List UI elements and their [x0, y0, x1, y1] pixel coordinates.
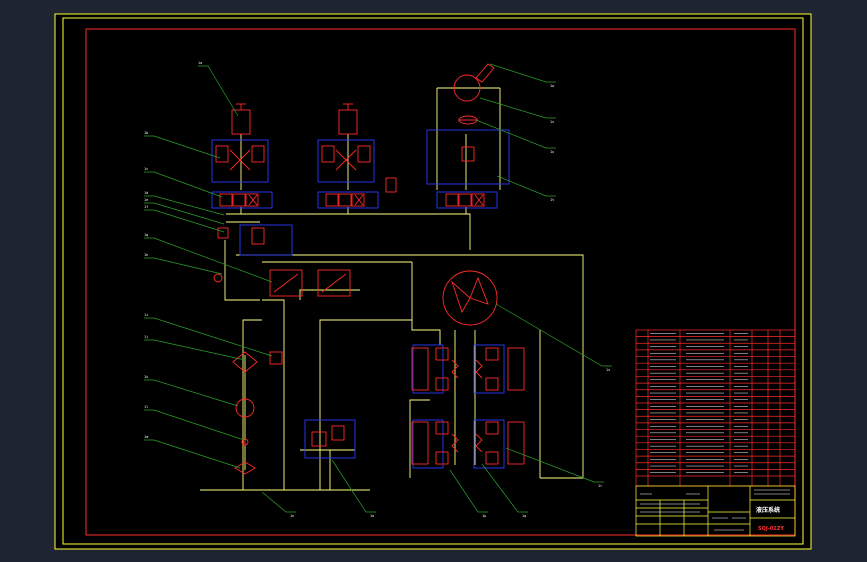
pipe-main-vertical [242, 319, 262, 490]
tag-13: 1m [144, 435, 148, 439]
tag-20: 1t [550, 198, 554, 202]
tag-11: 1k [144, 375, 149, 379]
tag-05: 1e [144, 198, 148, 202]
pipe-valve-link [224, 240, 260, 301]
tag-16: 1p [482, 514, 486, 518]
drawing-title: 液压系统 [756, 506, 780, 514]
valve-symbols [213, 145, 525, 475]
valve-groups [211, 129, 510, 469]
pipe-bottom-loop [319, 319, 412, 490]
drawing-border [62, 17, 804, 545]
tag-15: 1o [370, 514, 374, 518]
hydraulic-schematic [200, 87, 584, 491]
pipe-return [262, 299, 285, 490]
leader-lines [144, 63, 612, 513]
tag-14: 1n [290, 514, 294, 518]
drawing-number: SQJ-02ZY [758, 526, 784, 532]
tag-02: 1b [144, 131, 148, 135]
tag-19: 1s [606, 368, 610, 372]
inner-frame [85, 28, 796, 536]
tag-03: 1c [144, 167, 148, 171]
tag-09: 1i [144, 313, 148, 317]
pipe-upper-bus [226, 213, 471, 250]
tag-17: 1q [522, 514, 526, 518]
tag-10: 1j [144, 335, 148, 339]
parts-list-fill [650, 333, 748, 473]
title-block [635, 485, 796, 537]
motor-top-right [453, 63, 495, 125]
drawing-sheet [54, 13, 812, 550]
cylinder-2 [338, 103, 358, 135]
cylinder-1 [231, 103, 251, 135]
tag-08: 1h [144, 253, 148, 257]
tag-22: 1v [550, 120, 554, 124]
pipe-to-right-manifold [236, 254, 584, 479]
tag-18: 1r [598, 484, 602, 488]
tag-12: 1l [144, 405, 148, 409]
tag-01: 1a [198, 61, 202, 65]
tag-06: 1f [144, 205, 148, 209]
tag-07: 1g [144, 233, 148, 237]
tag-21: 1u [550, 150, 554, 154]
leader-tags: 1a 1b 1c 1d 1e 1f 1g 1h 1i 1j 1k 1l 1m 1… [144, 61, 610, 518]
title-block-marks [640, 489, 790, 531]
pipe-right-loop [411, 262, 441, 345]
tag-23: 1w [550, 84, 555, 88]
tag-04: 1d [144, 191, 148, 195]
parts-list [635, 329, 796, 487]
